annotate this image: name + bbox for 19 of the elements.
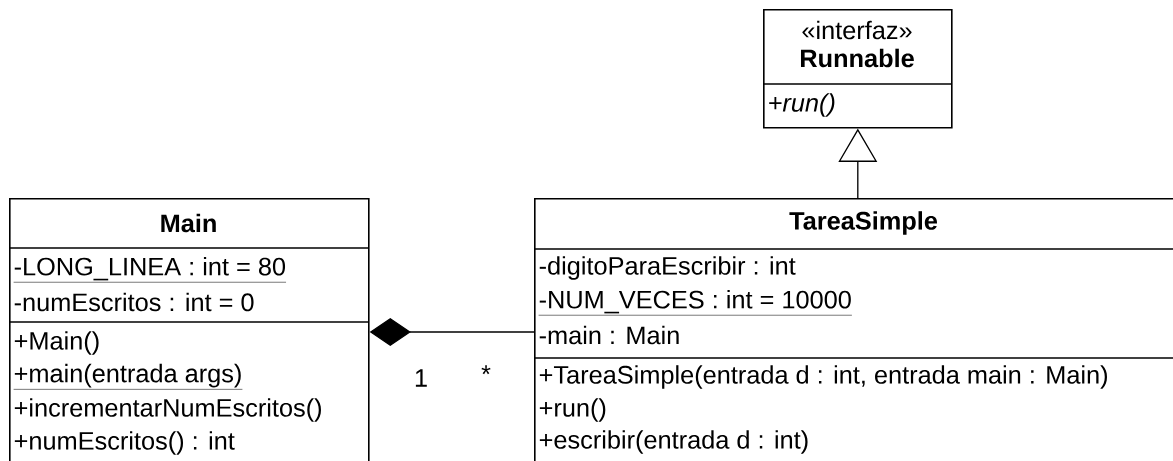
member-text: +Main()	[14, 331, 99, 355]
class-name: Main	[161, 213, 216, 233]
member-text: -numEscritos : int = 0	[14, 292, 254, 312]
class-name: Runnable	[801, 48, 914, 68]
member-text: +incrementarNumEscritos()	[14, 398, 321, 422]
class-name: TareaSimple	[789, 211, 938, 235]
member-text: -LONG_LINEA : int = 80	[13, 256, 287, 283]
member-text: +main(entrada args)	[13, 363, 243, 390]
multiplicity-label: 1	[415, 369, 427, 387]
member-text: -NUM_VECES : int = 10000	[538, 289, 853, 316]
member-text: +escribir(entrada d : int)	[539, 430, 808, 454]
member-text: +numEscritos() : int	[14, 431, 235, 455]
member-text: +run()	[539, 398, 606, 422]
stereotype-text: «interfaz»	[802, 20, 912, 40]
member-text: +TareaSimple(entrada d : int, entrada main : Main)	[539, 365, 1107, 389]
member-text: +run()	[769, 93, 835, 117]
member-text: -main : Main	[539, 325, 679, 345]
member-text: -digitoParaEscribir : int	[539, 256, 796, 280]
multiplicity-label: *	[481, 365, 491, 375]
